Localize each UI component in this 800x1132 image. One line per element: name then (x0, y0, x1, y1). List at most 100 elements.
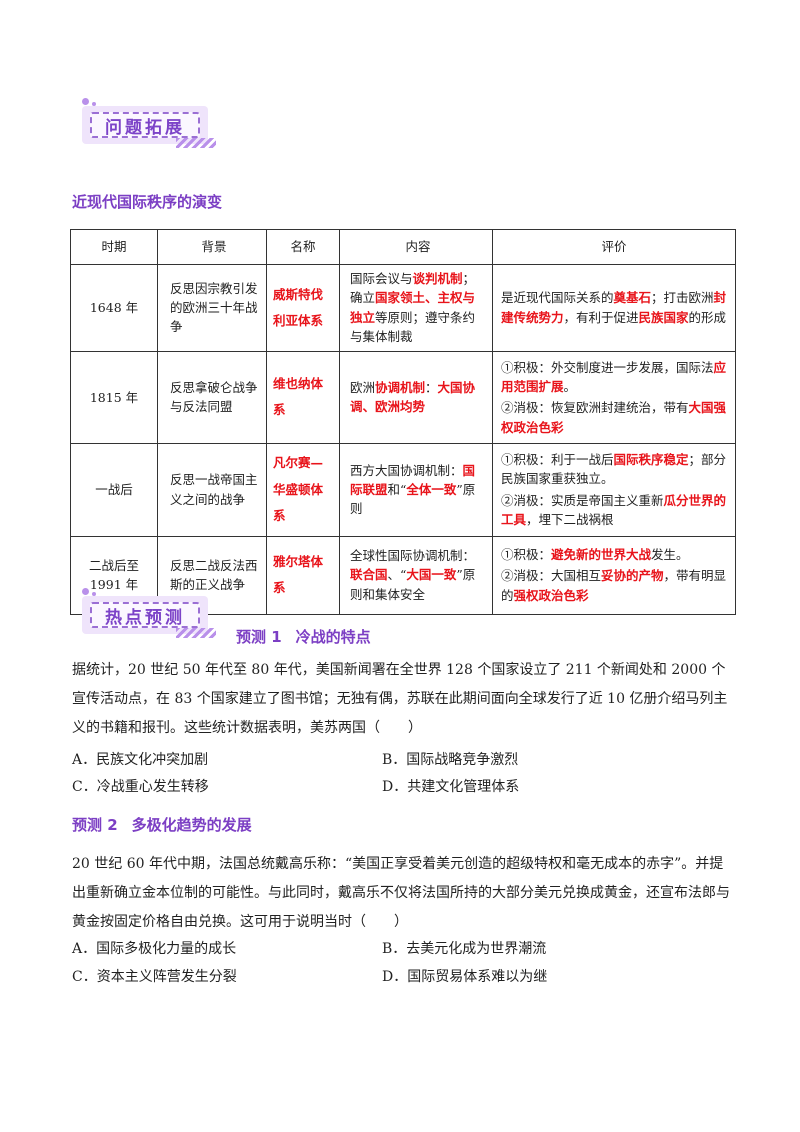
evaluation-cell: 是近现代国际关系的奠基石；打击欧洲封建传统势力，有利于促进民族国家的形成 (492, 264, 736, 352)
table-row: 一战后 反思一战帝国主义之间的战争 凡尔赛—华盛顿体系 西方大国协调机制：国际联… (70, 443, 736, 537)
badge-stripe-decoration (176, 628, 216, 638)
plain-text: ②消极：大国相互 (501, 568, 602, 584)
table-header: 内容 (339, 229, 493, 265)
option-c[interactable]: C．资本主义阵营发生分裂 (72, 969, 237, 985)
option-c[interactable]: C．冷战重心发生转移 (72, 779, 209, 795)
plain-text: ”原则和集体安全 (350, 567, 476, 602)
evaluation-cell: ①积极：利于一战后国际秩序稳定；部分民族国家重获独立。 ②消极：实质是帝国主义重新… (492, 443, 736, 537)
section-badge-prediction: 热点预测 (76, 588, 216, 638)
system-name: 维也纳体系 (273, 376, 324, 418)
highlight-text: 大国强权政治色彩 (501, 400, 727, 435)
badge-label: 问题拓展 (105, 117, 185, 138)
content-cell: 西方大国协调机制：国际联盟和“全体一致”原则 (339, 443, 493, 537)
plain-text: 发生。 (651, 546, 689, 562)
highlight-text: 封建传统势力 (501, 290, 727, 325)
evaluation-cell: ①积极：外交制度进一步发展，国际法应用范围扩展。 ②消极：恢复欧洲封建统治，带有大… (492, 350, 736, 444)
prediction-heading: 冷战的特点 (295, 628, 371, 646)
system-name: 凡尔赛—华盛顿体系 (273, 455, 324, 523)
system-name-cell: 维也纳体系 (266, 350, 340, 444)
system-name-cell: 威斯特伐利亚体系 (266, 264, 340, 352)
system-name-cell: 凡尔赛—华盛顿体系 (266, 443, 340, 537)
badge-label: 热点预测 (105, 607, 185, 628)
table-row: 二战后至 1991 年 反思二战反法西斯的正义战争 雅尔塔体系 全球性国际协调机… (70, 535, 736, 615)
content-cell: 欧洲协调机制：大国协调、欧洲均势 (339, 350, 493, 444)
plain-text: ②消极：实质是帝国主义重新 (501, 492, 664, 508)
option-a[interactable]: A．民族文化冲突加剧 (72, 752, 209, 768)
highlight-text: 联合国 (350, 567, 388, 583)
table-row: 1648 年 反思因宗教引发的欧洲三十年战争 威斯特伐利亚体系 国际会议与谈判机… (70, 264, 736, 352)
highlight-text: 应用范围扩展 (501, 359, 727, 394)
section-badge-question: 问题拓展 (76, 98, 216, 148)
plain-text: ；打击欧洲 (651, 290, 714, 306)
option-a[interactable]: A．国际多极化力量的成长 (72, 941, 237, 957)
plain-text: 。 (563, 378, 577, 394)
evaluation-line: ①积极：利于一战后国际秩序稳定；部分民族国家重获独立。 (501, 450, 727, 489)
plain-text: 西方大国协调机制： (350, 462, 463, 478)
background-cell: 反思拿破仑战争与反法同盟 (157, 350, 267, 444)
evaluation-cell: ①积极：避免新的世界大战发生。 ②消极：大国相互妥协的产物，带有明显的强权政治色彩 (492, 535, 736, 615)
highlight-text: 国家领土、主权与独立 (350, 290, 476, 325)
highlight-text: 民族国家 (638, 309, 689, 325)
evaluation-line: ①积极：外交制度进一步发展，国际法应用范围扩展。 (501, 358, 727, 397)
highlight-text: 瓜分世界的工具 (501, 492, 727, 528)
table-header: 名称 (266, 229, 340, 265)
prediction-1-question: 据统计，20 世纪 50 年代至 80 年代，美国新闻署在全世界 128 个国家… (72, 662, 728, 736)
system-name: 雅尔塔体系 (273, 553, 324, 595)
content-cell: 全球性国际协调机制： 联合国、“大国一致”原则和集体安全 (339, 535, 493, 615)
badge-frame: 问题拓展 (90, 112, 200, 138)
prediction-number: 预测 2 (72, 816, 118, 834)
table-row: 1815 年 反思拿破仑战争与反法同盟 维也纳体系 欧洲协调机制：大国协调、欧洲… (70, 350, 736, 444)
badge-frame: 热点预测 (90, 602, 200, 628)
badge-dot-decoration (92, 592, 96, 596)
section-title: 近现代国际秩序的演变 (72, 193, 223, 211)
prediction-1-title: 预测 1 冷战的特点 (236, 626, 371, 647)
system-name: 威斯特伐利亚体系 (273, 286, 324, 328)
plain-text: ①积极：外交制度进一步发展，国际法 (501, 359, 714, 375)
plain-text: ①积极：利于一战后 (501, 452, 614, 467)
highlight-text: 妥协的产物 (601, 568, 664, 584)
highlight-text: 国际秩序稳定 (613, 452, 689, 467)
prediction-2-title: 预测 2 多极化趋势的发展 (72, 814, 252, 835)
option-b[interactable]: B．去美元化成为世界潮流 (382, 941, 547, 957)
badge-dot-decoration (82, 588, 89, 595)
evaluation-line: 是近现代国际关系的奠基石；打击欧洲封建传统势力，有利于促进民族国家的形成 (501, 288, 727, 327)
badge-stripe-decoration (176, 138, 216, 148)
table-header: 时期 (70, 229, 158, 265)
prediction-number: 预测 1 (236, 628, 282, 646)
plain-text: ： (425, 379, 438, 395)
background-cell: 反思因宗教引发的欧洲三十年战争 (157, 264, 267, 352)
highlight-text: 谈判机制 (412, 271, 463, 286)
option-d[interactable]: D．国际贸易体系难以为继 (382, 969, 548, 985)
table-header: 评价 (492, 229, 736, 265)
badge-dot-decoration (92, 102, 96, 106)
highlight-text: 国际联盟 (350, 462, 476, 498)
period-cell: 1648 年 (70, 264, 158, 352)
plain-text: 的形成 (688, 309, 727, 325)
evolution-table: 时期 背景 名称 内容 评价 1648 年 反思因宗教引发的欧洲三十年战争 威斯… (70, 229, 736, 615)
period-cell: 一战后 (70, 443, 158, 537)
background-cell: 反思一战帝国主义之间的战争 (157, 443, 267, 537)
highlight-text: 避免新的世界大战 (551, 546, 652, 562)
plain-text: ，带有明显的 (501, 568, 727, 603)
highlight-text: 强权政治色彩 (513, 587, 589, 603)
plain-text: 、“ (387, 567, 407, 583)
option-d[interactable]: D．共建文化管理体系 (382, 779, 520, 795)
highlight-text: 大国一致 (406, 567, 457, 583)
evaluation-line: ①积极：避免新的世界大战发生。 (501, 545, 727, 564)
highlight-text: 大国协调、欧洲均势 (350, 379, 476, 415)
plain-text: 是近现代国际关系的 (501, 290, 614, 306)
evaluation-line: ②消极：大国相互妥协的产物，带有明显的强权政治色彩 (501, 566, 727, 605)
option-b[interactable]: B．国际战略竞争激烈 (382, 752, 519, 768)
prediction-heading: 多极化趋势的发展 (131, 816, 252, 834)
plain-text: ②消极：恢复欧洲封建统治，带有 (501, 400, 689, 416)
plain-text: ①积极： (501, 546, 552, 562)
plain-text: 和“ (387, 482, 407, 498)
prediction-2-question: 20 世纪 60 年代中期，法国总统戴高乐称：“美国正享受着美元创造的超级特权和… (72, 856, 730, 930)
plain-text: 全球性国际协调机制： (350, 547, 476, 563)
table-header-row: 时期 背景 名称 内容 评价 (70, 229, 736, 265)
plain-text: ”原则 (350, 482, 476, 517)
highlight-text: 协调机制 (375, 379, 426, 395)
highlight-text: 全体一致 (406, 482, 457, 498)
content-cell: 国际会议与谈判机制；确立国家领土、主权与独立等原则；遵守条约与集体制裁 (339, 264, 493, 352)
badge-dot-decoration (82, 98, 89, 105)
